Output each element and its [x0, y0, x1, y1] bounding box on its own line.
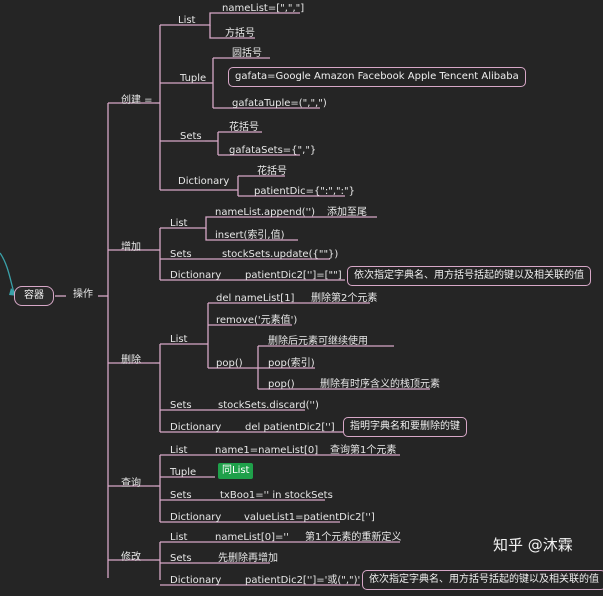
- add-dict-note-text: 依次指定字典名、用方括号括起的键以及相关联的值: [354, 270, 584, 281]
- add-sets-label[interactable]: Sets: [170, 249, 192, 260]
- query-dict-value: valueList1=patientDic2['']: [244, 512, 375, 523]
- create-dict-label[interactable]: Dictionary: [178, 176, 230, 187]
- delete-sets-discard: stockSets.discard(''): [218, 400, 319, 411]
- query-tuple-same-as-list[interactable]: 同List: [218, 463, 254, 479]
- modify-sets-value: 先删除再增加: [218, 553, 278, 564]
- add-dict-label[interactable]: Dictionary: [170, 270, 222, 281]
- delete-list-pop-empty: pop(): [268, 379, 295, 390]
- delete-list-label[interactable]: List: [170, 334, 188, 345]
- modify-dict-value: patientDic2['']='或(",")': [245, 575, 361, 586]
- delete-list-pop: pop(): [216, 358, 243, 369]
- delete-list-pop-empty-note: 删除有时序含义的栈顶元素: [320, 379, 440, 390]
- create-dict-brace: 花括号: [257, 166, 287, 177]
- modify-node[interactable]: 修改: [121, 552, 141, 563]
- query-list-value: name1=nameList[0]: [215, 445, 319, 456]
- delete-dict-label[interactable]: Dictionary: [170, 422, 222, 433]
- delete-list-remove: remove('元素值'): [216, 315, 298, 326]
- add-node[interactable]: 增加: [121, 242, 141, 253]
- delete-dict-note: 指明字典名和要删除的键: [343, 417, 467, 437]
- create-dict-literal: patientDic={":",":"}: [254, 186, 355, 197]
- query-tuple-label[interactable]: Tuple: [170, 467, 197, 478]
- add-list-append-note: 添加至尾: [327, 207, 367, 218]
- query-sets-label[interactable]: Sets: [170, 490, 192, 501]
- create-sets-label[interactable]: Sets: [180, 131, 202, 142]
- query-dict-label[interactable]: Dictionary: [170, 512, 222, 523]
- modify-dict-label[interactable]: Dictionary: [170, 575, 222, 586]
- create-tuple-literal: gafataTuple=(",","): [232, 98, 327, 109]
- modify-dict-note: 依次指定字典名、用方括号括起的键以及相关联的值: [362, 570, 603, 590]
- delete-list-pop-note: 删除后元素可继续使用: [268, 336, 368, 347]
- modify-sets-label[interactable]: Sets: [170, 553, 192, 564]
- delete-dict-del: del patientDic2['']: [245, 422, 335, 433]
- query-node[interactable]: 查询: [121, 478, 141, 489]
- delete-list-pop-index: pop(索引): [268, 358, 315, 369]
- delete-node[interactable]: 删除: [121, 355, 141, 366]
- root-node[interactable]: 容器: [14, 286, 54, 306]
- modify-list-label[interactable]: List: [170, 532, 188, 543]
- create-list-bracket: 方括号: [225, 28, 255, 39]
- add-dict-note: 依次指定字典名、用方括号括起的键以及相关联的值: [347, 266, 591, 286]
- query-list-label[interactable]: List: [170, 445, 188, 456]
- watermark: 知乎 @沐霖: [493, 536, 573, 554]
- create-tuple-gafata: gafata=Google Amazon Facebook Apple Tenc…: [228, 67, 526, 87]
- query-list-note: 查询第1个元素: [330, 445, 397, 456]
- create-list-literal: nameList=[",","]: [222, 3, 305, 14]
- add-list-append: nameList.append(''): [215, 207, 315, 218]
- add-sets-update: stockSets.update({""}): [222, 249, 339, 260]
- add-list-label[interactable]: List: [170, 218, 188, 229]
- create-sets-literal: gafataSets={","}: [229, 145, 317, 156]
- create-node[interactable]: 创建 =: [121, 95, 153, 106]
- delete-dict-note-text: 指明字典名和要删除的键: [350, 421, 460, 432]
- query-sets-value: txBoo1='' in stockSets: [220, 490, 333, 501]
- modify-list-value: nameList[0]='': [215, 532, 289, 543]
- delete-sets-label[interactable]: Sets: [170, 400, 192, 411]
- add-dict-assign: patientDic2['']=[""]: [245, 270, 342, 281]
- root-label: 容器: [24, 290, 44, 301]
- ops-node[interactable]: 操作: [73, 289, 93, 300]
- add-list-insert: insert(索引,值): [215, 230, 285, 241]
- modify-dict-note-text: 依次指定字典名、用方括号括起的键以及相关联的值: [369, 574, 599, 585]
- create-list-label[interactable]: List: [178, 15, 196, 26]
- delete-list-del: del nameList[1]: [216, 293, 295, 304]
- create-sets-brace: 花括号: [229, 122, 259, 133]
- create-tuple-paren: 圆括号: [232, 48, 262, 59]
- delete-list-del-note: 删除第2个元素: [311, 293, 378, 304]
- create-tuple-gafata-text: gafata=Google Amazon Facebook Apple Tenc…: [235, 71, 519, 82]
- create-tuple-label[interactable]: Tuple: [180, 73, 207, 84]
- modify-list-note: 第1个元素的重新定义: [305, 532, 402, 543]
